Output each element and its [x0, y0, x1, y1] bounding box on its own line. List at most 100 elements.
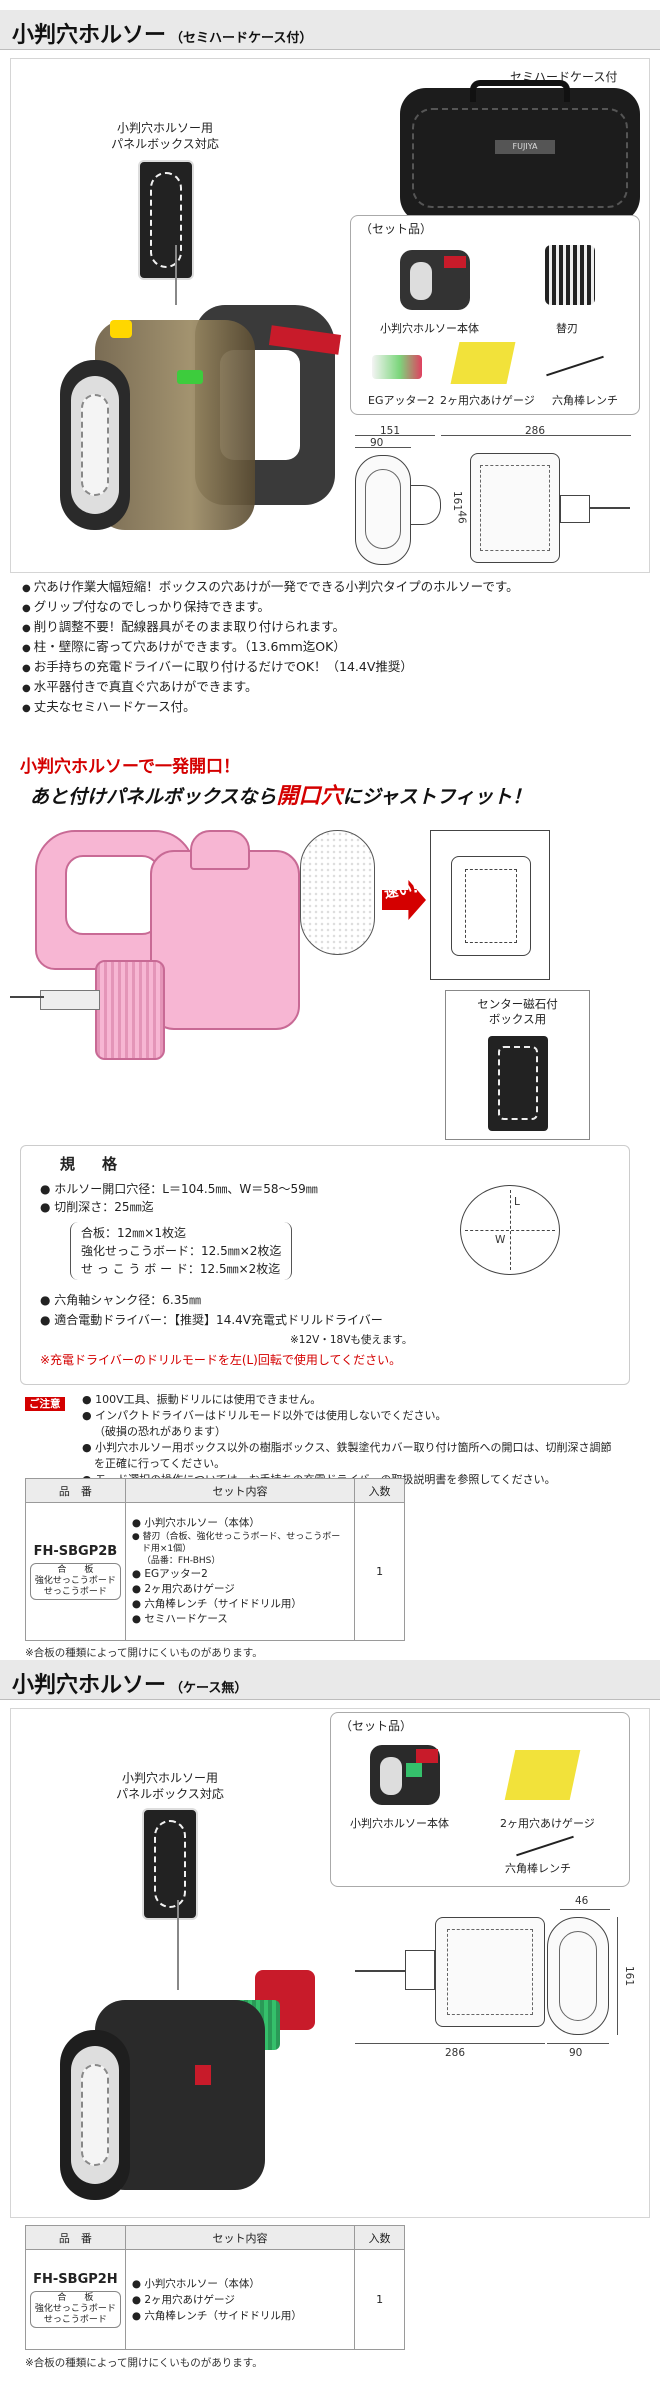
- spec-board: 合板：12㎜×1枚迄: [81, 1226, 186, 1240]
- spec-block: [20, 1145, 630, 1385]
- set-content-item: EGアッター2: [144, 1568, 208, 1580]
- dim-161: 161: [451, 490, 464, 512]
- set-items-title-2: （セット品）: [340, 1719, 413, 1733]
- set-item-label-0: 小判穴ホルソー本体: [380, 322, 479, 335]
- caution-item: 100V工具、振動ドリルには使用できません。: [95, 1393, 322, 1406]
- dim-286: 286: [525, 425, 546, 437]
- section1-title: 小判穴ホルソー: [12, 23, 167, 48]
- section1-footnote: ※合板の種類によって開けにくいものがあります。: [25, 1647, 263, 1659]
- table-header: 入数: [354, 2225, 405, 2250]
- dim2-286: 286: [445, 2047, 466, 2059]
- caution-item: 小判穴ホルソー用ボックス以外の樹脂ボックス、鉄製塗代カバー取り付け箇所への開口は…: [94, 1441, 612, 1470]
- center-box-panel: センター磁石付 ボックス用: [445, 990, 590, 1140]
- spec-more: ● 六角軸シャンク径：6.35㎜ ● 適合電動ドライバー：【推奨】14.4V充電…: [40, 1290, 412, 1370]
- set-item-gauge-image-2: [504, 1750, 581, 1800]
- section2-header: 小判穴ホルソー（ケース無）: [0, 1660, 660, 1700]
- table-header: セット内容: [124, 1478, 356, 1503]
- caution-item: インパクトドライバーはドリルモード以外では使用しないでください。 （破損の恐れが…: [94, 1409, 447, 1438]
- set-item-label-4: 六角棒レンチ: [552, 394, 618, 407]
- spec-title: 規 格: [60, 1155, 124, 1173]
- section2-subtitle: （ケース無）: [170, 1681, 248, 1696]
- dim2-90: 90: [569, 2047, 583, 2059]
- caution-list: ● 100V工具、振動ドリルには使用できません。 ● インパクトドライバーはドリ…: [82, 1392, 622, 1488]
- headline-1: 小判穴ホルソーで一発開口！: [20, 757, 240, 777]
- set-content-item: 2ヶ用穴あけゲージ: [144, 2293, 235, 2306]
- center-box-label: センター磁石付 ボックス用: [477, 997, 558, 1026]
- headline-2: あと付けパネルボックスなら開口穴にジャストフィット！: [30, 784, 532, 809]
- section1-header: 小判穴ホルソー（セミハードケース付）: [0, 10, 660, 50]
- callout-line: [175, 245, 177, 305]
- pink-tool-illustration: [10, 810, 410, 1070]
- spec-driver-sub: ※12V・18Vも使えます。: [290, 1334, 413, 1346]
- panel-box-image: [138, 160, 194, 280]
- dim-46: 46: [455, 510, 468, 524]
- spec-board: せ っ こ う ボ ー ド：12.5㎜×2枚迄: [81, 1262, 281, 1276]
- feature-item: 水平器付きで真直ぐ穴あけができます。: [22, 678, 622, 698]
- set-item-label-2-0: 小判穴ホルソー本体: [350, 1817, 449, 1830]
- section2-callout: 小判穴ホルソー用 パネルボックス対応: [116, 1771, 224, 1801]
- set-content-item: 小判穴ホルソー（本体）: [144, 2277, 260, 2290]
- table-header: 品 番: [25, 2225, 126, 2250]
- model-board-types-2: 合 板 強化せっこうボード せっこうボード: [29, 2290, 121, 2328]
- set-items-title: （セット品）: [360, 222, 433, 236]
- case-logo: FUJIYA: [495, 140, 555, 154]
- table-row: FH-SBGP2B 合 板 強化せっこうボード せっこうボード ● 小判穴ホルソ…: [25, 1502, 405, 1641]
- caution-tag: ご注意: [25, 1397, 65, 1411]
- feature-item: お手持ちの充電ドライバーに取り付けるだけでOK！（14.4V推奨）: [22, 658, 622, 678]
- dim-90: 90: [370, 437, 384, 449]
- set-items-box: [350, 215, 640, 415]
- model-number: FH-SBGP2B: [33, 1543, 118, 1559]
- feature-item: 削り調整不要！配線器具がそのまま取り付けられます。: [22, 618, 622, 638]
- set-item-label-3: 2ヶ用穴あけゲージ: [440, 394, 535, 407]
- semi-hard-case-image: FUJIYA: [400, 80, 640, 223]
- dim-151: 151: [380, 425, 401, 437]
- set-item-body-image-2: [370, 1745, 440, 1805]
- section2-product-table: 品 番 セット内容 入数 FH-SBGP2H 合 板 強化せっこうボード せっこ…: [25, 2225, 405, 2350]
- table-header: セット内容: [124, 2225, 356, 2250]
- section1-feature-list: 穴あけ作業大幅短縮！ボックスの穴あけが一発でできる小判穴タイプのホルソーです。 …: [22, 578, 622, 718]
- section2-tool-image: [55, 1970, 345, 2210]
- section2-title: 小判穴ホルソー: [12, 1673, 167, 1698]
- oval-W-label: W: [495, 1234, 506, 1246]
- oval-hole-cutout: [300, 830, 375, 955]
- quantity: 1: [354, 1502, 405, 1641]
- set-item-body-image: [400, 250, 470, 310]
- table-row: FH-SBGP2H 合 板 強化せっこうボード せっこうボード ● 小判穴ホルソ…: [25, 2249, 405, 2350]
- panel-box-image-2: [142, 1808, 198, 1920]
- set-item-label-1: 替刃: [556, 322, 578, 335]
- set-item-cutter-image: [372, 355, 422, 379]
- set-content-item: 2ヶ用穴あけゲージ: [144, 1583, 235, 1595]
- set-content-item: セミハードケース: [144, 1613, 228, 1625]
- spec-driver: 適合電動ドライバー：【推奨】14.4V充電式ドリルドライバー: [54, 1313, 383, 1327]
- dim2-46: 46: [575, 1895, 589, 1907]
- callout-line-2: [177, 1900, 179, 1990]
- quantity-2: 1: [354, 2249, 405, 2350]
- model-number-2: FH-SBGP2H: [33, 2271, 118, 2287]
- section1-callout: 小判穴ホルソー用 パネルボックス対応: [111, 121, 219, 151]
- spec-board: 強化せっこうボード：12.5㎜×2枚迄: [81, 1244, 282, 1258]
- feature-item: グリップ付なのでしっかり保持できます。: [22, 598, 622, 618]
- section2-dimension-drawing: 46 161 286 90: [355, 1895, 635, 2065]
- table-header: 品 番: [25, 1478, 126, 1503]
- section1-dimension-drawing: 151 90 286 161 46: [355, 425, 635, 570]
- set-item-label-2-2: 六角棒レンチ: [505, 1862, 571, 1875]
- section2-footnote: ※合板の種類によって開けにくいものがあります。: [25, 2357, 263, 2369]
- feature-item: 丈夫なセミハードケース付。: [22, 698, 622, 718]
- oval-L-label: L: [514, 1196, 520, 1208]
- set-item-blade-image: [545, 245, 595, 305]
- spec-line: ホルソー開口穴径：L＝104.5㎜、W＝58〜59㎜: [54, 1182, 318, 1196]
- feature-item: 穴あけ作業大幅短縮！ボックスの穴あけが一発でできる小判穴タイプのホルソーです。: [22, 578, 622, 598]
- section1-product-table: 品 番 セット内容 入数 FH-SBGP2B 合 板 強化せっこうボード せっこ…: [25, 1478, 405, 1641]
- set-content-item: 六角棒レンチ（サイドドリル用）: [144, 1598, 302, 1610]
- set-content-item: 六角棒レンチ（サイドドリル用）: [144, 2309, 302, 2322]
- panel-box-illustration: [430, 830, 550, 980]
- section1-tool-image: [55, 290, 345, 560]
- section1-subtitle: （セミハードケース付）: [170, 31, 313, 46]
- spec-lines: ● ホルソー開口穴径：L＝104.5㎜、W＝58〜59㎜ ● 切削深さ：25㎜迄: [40, 1182, 318, 1214]
- dim2-161: 161: [623, 1965, 636, 1987]
- center-box-image: [488, 1036, 548, 1131]
- spec-boards: 合板：12㎜×1枚迄 強化せっこうボード：12.5㎜×2枚迄 せ っ こ う ボ…: [70, 1222, 293, 1280]
- spec-red-note: ※充電ドライバーのドリルモードを左(L)回転で使用してください。: [40, 1353, 402, 1367]
- feature-item: 柱・壁際に寄って穴あけができます。（13.6mm迄OK）: [22, 638, 622, 658]
- set-content-item: 小判穴ホルソー（本体）: [144, 1517, 260, 1529]
